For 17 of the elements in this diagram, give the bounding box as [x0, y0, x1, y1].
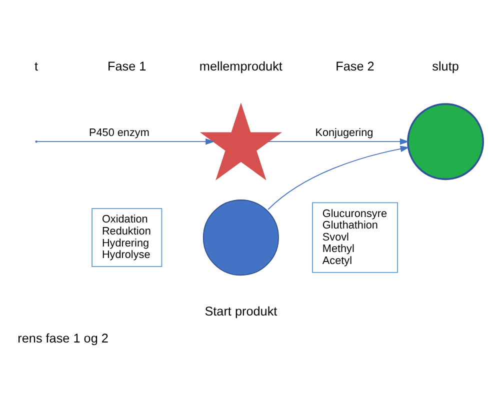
arrow — [268, 146, 410, 210]
node-circle — [407, 103, 484, 180]
edge-label: Konjugering — [315, 126, 374, 139]
node-box: Oxidation Reduktion Hydrering Hydrolyse — [92, 208, 162, 267]
label: t — [34, 59, 38, 74]
node-box: Glucuronsyre Gluthathion Svovl Methyl Acetyl — [312, 202, 398, 273]
edge-label: P450 enzym — [89, 126, 150, 139]
node-star — [200, 102, 282, 180]
label: Fase 1 — [108, 59, 146, 74]
label: Fase 2 — [336, 59, 374, 74]
node-label: Start produkt — [204, 304, 278, 319]
node-circle — [202, 200, 279, 276]
label: slutp — [432, 59, 459, 74]
arrow — [268, 138, 409, 145]
label: mellemprodukt — [199, 59, 282, 74]
caption: rens fase 1 og 2 — [18, 331, 108, 346]
arrow — [36, 138, 215, 145]
